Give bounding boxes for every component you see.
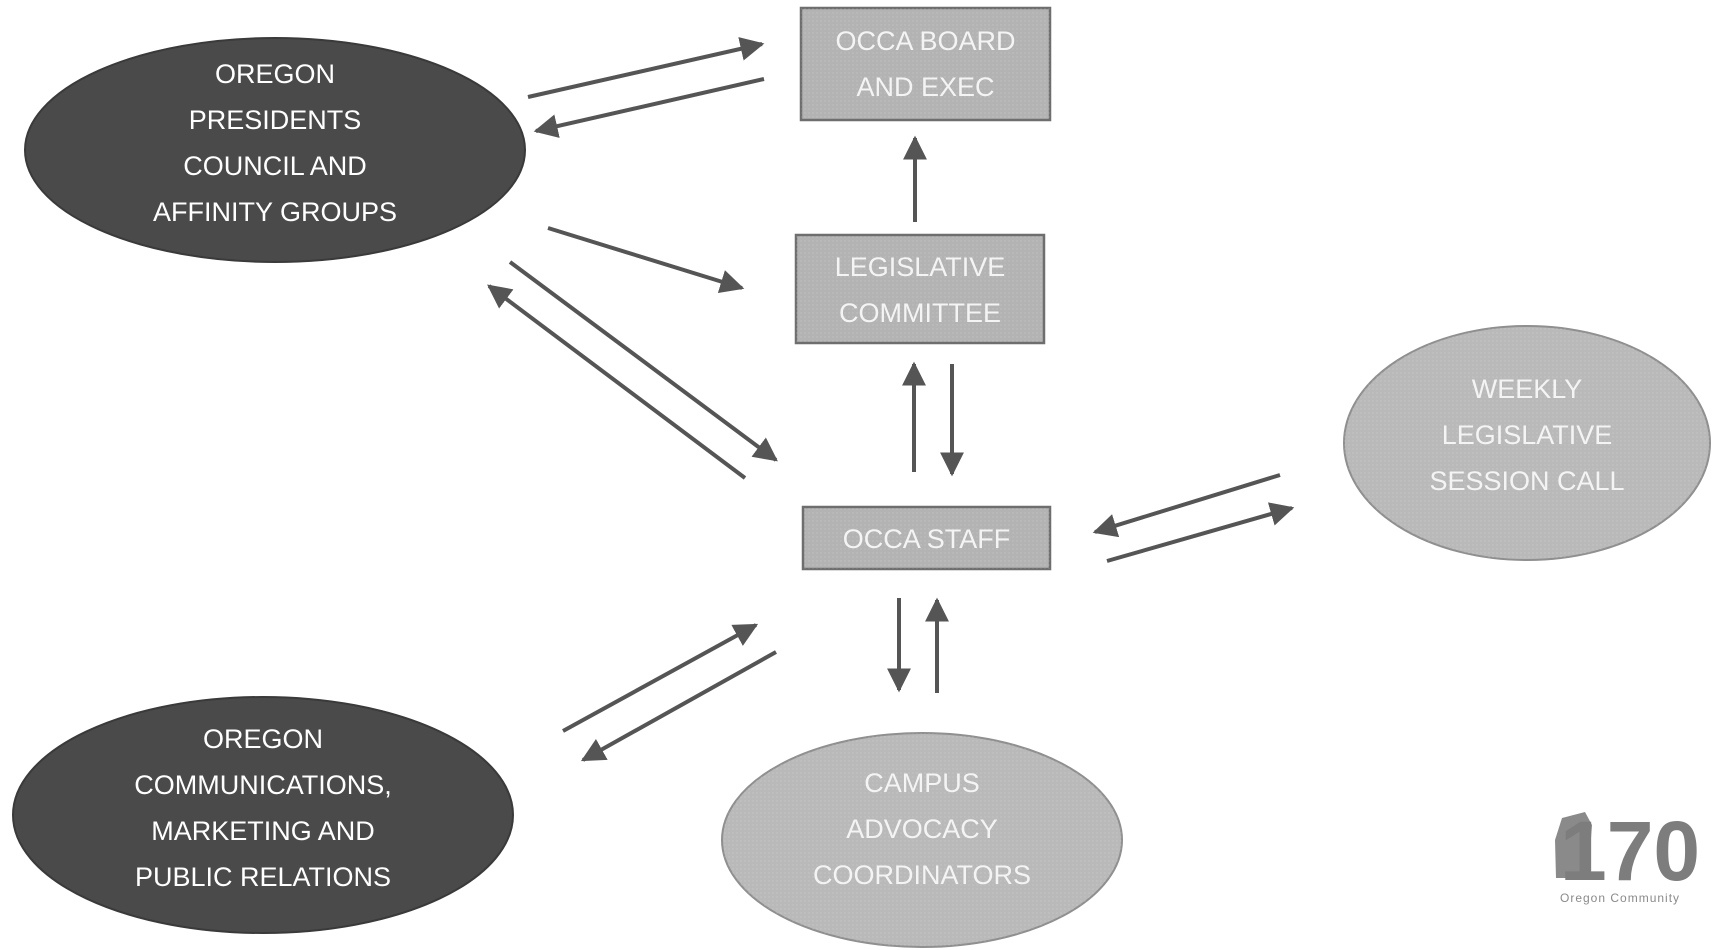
logo-number: 170 (1560, 804, 1700, 898)
label-line: PUBLIC RELATIONS (135, 862, 391, 892)
label-line: COORDINATORS (813, 860, 1031, 890)
arrow-presidents-to-board (527, 37, 765, 99)
node-occa-staff-label: OCCA STAFF (843, 524, 1011, 554)
node-occa-staff: OCCA STAFF (801, 505, 1052, 571)
arrow-staff-to-presidents (487, 284, 747, 480)
label-line: SESSION CALL (1429, 466, 1624, 496)
oregon-state-shape-icon (1555, 812, 1592, 878)
arrows (487, 37, 1295, 762)
arrow-staff-to-communications (580, 650, 777, 762)
label-line: CAMPUS (864, 768, 980, 798)
label-line: OCCA BOARD (835, 26, 1015, 56)
arrow-weekly-to-staff (1092, 473, 1281, 538)
node-oregon-communications-label: OREGON COMMUNICATIONS, MARKETING AND PUBLIC… (134, 724, 392, 892)
organization-logo: 170 Oregon Community (1555, 804, 1700, 905)
logo-caption: Oregon Community (1560, 891, 1680, 905)
label-line: COMMITTEE (839, 298, 1001, 328)
label-line: WEEKLY (1472, 374, 1583, 404)
label-line: LEGISLATIVE (835, 252, 1006, 282)
node-occa-board-and-exec-label: OCCA BOARD AND EXEC (835, 26, 1015, 102)
label-line: OREGON (215, 59, 335, 89)
node-occa-board-and-exec: OCCA BOARD AND EXEC (799, 6, 1052, 122)
node-oregon-presidents-council: OREGON PRESIDENTS COUNCIL AND AFFINITY GROU… (24, 37, 526, 263)
label-line: PRESIDENTS (189, 105, 362, 135)
label-line: OREGON (203, 724, 323, 754)
node-weekly-legislative-session-call: WEEKLY LEGISLATIVE SESSION CALL (1343, 325, 1711, 561)
label-line: COMMUNICATIONS, (134, 770, 392, 800)
arrow-staff-to-weekly (1106, 502, 1295, 563)
node-oregon-communications: OREGON COMMUNICATIONS, MARKETING AND PUBLIC… (12, 696, 514, 934)
node-legislative-committee: LEGISLATIVE COMMITTEE (794, 233, 1046, 345)
label-line: AFFINITY GROUPS (153, 197, 397, 227)
arrow-presidents-to-legislative (547, 226, 745, 294)
label-line: ADVOCACY (846, 814, 998, 844)
label-line: COUNCIL AND (183, 151, 367, 181)
arrow-communications-to-staff (562, 623, 759, 733)
arrow-presidents-to-staff (508, 260, 778, 462)
node-campus-advocacy-coordinators: CAMPUS ADVOCACY COORDINATORS (721, 732, 1123, 948)
label-line: AND EXEC (856, 72, 994, 102)
node-legislative-committee-label: LEGISLATIVE COMMITTEE (835, 252, 1006, 328)
label-line: MARKETING AND (151, 816, 375, 846)
label-line: OCCA STAFF (843, 524, 1011, 554)
label-line: LEGISLATIVE (1442, 420, 1613, 450)
node-oregon-presidents-council-label: OREGON PRESIDENTS COUNCIL AND AFFINITY GROU… (153, 59, 397, 227)
arrow-board-to-presidents (533, 77, 765, 138)
node-weekly-legislative-session-call-label: WEEKLY LEGISLATIVE SESSION CALL (1429, 374, 1624, 496)
node-campus-advocacy-coordinators-label: CAMPUS ADVOCACY COORDINATORS (813, 768, 1031, 890)
